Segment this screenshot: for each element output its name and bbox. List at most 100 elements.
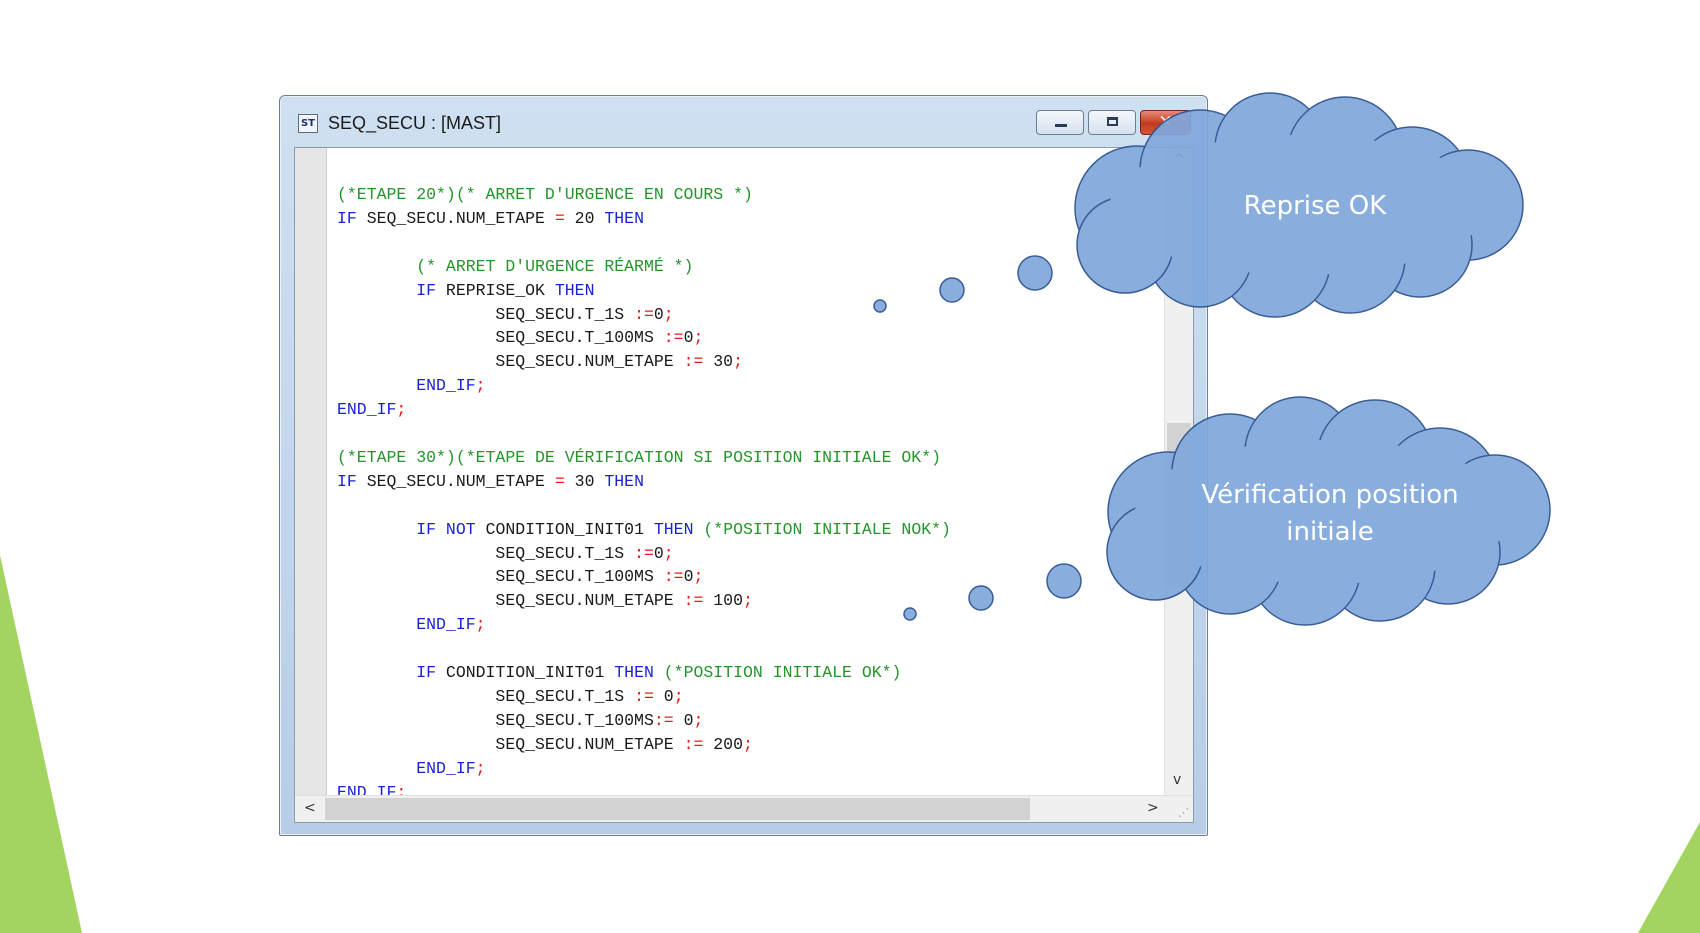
- code-text: 30: [564, 471, 605, 491]
- code-line[interactable]: END_IF;: [337, 400, 406, 419]
- code-keyword: THEN: [604, 208, 644, 228]
- code-text: SEQ_SECU.T_1S: [337, 543, 635, 563]
- window-title: SEQ_SECU : [MAST]: [328, 113, 502, 133]
- code-text: 20: [564, 208, 605, 228]
- code-keyword: END_IF: [337, 782, 397, 797]
- horizontal-scroll-thumb[interactable]: [325, 798, 1030, 820]
- code-operator: :=: [634, 543, 654, 563]
- minimize-button[interactable]: [1036, 110, 1084, 135]
- code-operator: ;: [475, 615, 486, 635]
- code-text: SEQ_SECU.T_1S: [337, 686, 635, 706]
- st-app-icon: ST: [298, 114, 318, 133]
- code-comment: (*POSITION INITIALE NOK*): [703, 519, 951, 539]
- resize-grip-icon[interactable]: ⋰: [1178, 806, 1189, 819]
- code-line[interactable]: SEQ_SECU.T_1S :=0;: [337, 543, 674, 563]
- code-keyword: END_IF: [416, 615, 476, 635]
- code-operator: :=: [663, 567, 684, 587]
- code-text: [337, 257, 416, 276]
- editor-window: ST SEQ_SECU : [MAST] ✕ (*ETAPE 20*)(* AR…: [279, 95, 1208, 836]
- code-line[interactable]: IF REPRISE_OK THEN: [337, 281, 594, 300]
- code-text: CONDITION_INIT01: [436, 663, 615, 682]
- code-line[interactable]: SEQ_SECU.NUM_ETAPE := 30;: [337, 352, 743, 371]
- code-comment: (*ETAPE 30*)(*ETAPE DE VÉRIFICATION SI P…: [337, 447, 941, 467]
- code-operator: :=: [683, 734, 704, 754]
- code-editor[interactable]: (*ETAPE 20*)(* ARRET D'URGENCE EN COURS …: [294, 147, 1194, 823]
- minimize-icon: [1055, 124, 1067, 127]
- code-line[interactable]: SEQ_SECU.T_1S :=0;: [337, 304, 674, 324]
- code-text: CONDITION_INIT01: [475, 519, 654, 539]
- code-keyword: IF: [416, 280, 437, 300]
- code-operator: ;: [663, 543, 674, 563]
- code-line[interactable]: SEQ_SECU.T_100MS :=0;: [337, 328, 703, 347]
- code-operator: ;: [693, 328, 704, 348]
- code-operator: ;: [475, 758, 486, 778]
- code-operator: ;: [733, 352, 743, 372]
- code-line[interactable]: IF CONDITION_INIT01 THEN (*POSITION INIT…: [337, 663, 901, 682]
- code-line[interactable]: SEQ_SECU.T_100MS:= 0;: [337, 711, 703, 730]
- code-text: SEQ_SECU.NUM_ETAPE: [356, 208, 555, 228]
- code-keyword: IF NOT: [416, 519, 476, 539]
- close-button[interactable]: ✕: [1140, 110, 1191, 135]
- code-operator: ;: [396, 400, 407, 420]
- code-operator: ;: [742, 734, 753, 754]
- code-text: SEQ_SECU.NUM_ETAPE: [337, 591, 684, 611]
- code-line[interactable]: (* ARRET D'URGENCE RÉARMÉ *): [337, 257, 693, 276]
- scroll-right-icon[interactable]: >: [1147, 800, 1159, 816]
- code-text: 0: [673, 710, 694, 730]
- code-text: SEQ_SECU.NUM_ETAPE: [356, 471, 555, 491]
- code-line[interactable]: (*ETAPE 20*)(* ARRET D'URGENCE EN COURS …: [337, 185, 753, 204]
- code-text: [337, 520, 416, 539]
- code-keyword: END_IF: [416, 376, 476, 396]
- code-text: SEQ_SECU.NUM_ETAPE: [337, 352, 684, 372]
- scroll-up-icon[interactable]: ^: [1173, 152, 1185, 168]
- code-operator: ;: [663, 304, 674, 324]
- code-line[interactable]: IF NOT CONDITION_INIT01 THEN (*POSITION …: [337, 520, 951, 539]
- code-keyword: END_IF: [337, 400, 397, 420]
- code-keyword: IF: [337, 208, 357, 228]
- code-line[interactable]: END_IF;: [337, 783, 406, 797]
- code-line[interactable]: END_IF;: [337, 615, 486, 635]
- title-bar[interactable]: ST SEQ_SECU : [MAST] ✕: [280, 96, 1207, 141]
- code-operator: ;: [742, 591, 753, 611]
- code-text: 0: [653, 304, 664, 324]
- code-keyword: IF: [416, 663, 437, 682]
- code-keyword: THEN: [653, 519, 694, 539]
- code-line[interactable]: END_IF;: [337, 376, 485, 396]
- left-green-triangle: [0, 555, 82, 933]
- callout-verification-line2: initiale: [1286, 517, 1374, 547]
- maximize-button[interactable]: [1088, 110, 1136, 135]
- code-area[interactable]: (*ETAPE 20*)(* ARRET D'URGENCE EN COURS …: [327, 148, 1165, 796]
- code-text: [337, 759, 416, 778]
- code-text: 0: [653, 686, 674, 706]
- code-operator: =: [554, 208, 565, 228]
- scroll-left-icon[interactable]: <: [304, 800, 316, 816]
- code-operator: :=: [683, 352, 704, 372]
- code-text: 0: [683, 567, 694, 587]
- code-operator: :=: [653, 710, 674, 730]
- code-text: 100: [703, 591, 743, 611]
- code-keyword: THEN: [614, 663, 654, 682]
- code-comment: (*ETAPE 20*)(* ARRET D'URGENCE EN COURS …: [337, 185, 753, 204]
- editor-gutter: [295, 148, 327, 796]
- code-line[interactable]: SEQ_SECU.NUM_ETAPE := 200;: [337, 734, 753, 754]
- scroll-down-icon[interactable]: v: [1173, 772, 1182, 788]
- code-line[interactable]: SEQ_SECU.NUM_ETAPE := 100;: [337, 591, 753, 611]
- code-text: 200: [703, 734, 743, 754]
- code-keyword: THEN: [554, 280, 595, 300]
- code-line[interactable]: IF SEQ_SECU.NUM_ETAPE = 30 THEN: [337, 472, 644, 491]
- code-text: SEQ_SECU.NUM_ETAPE: [337, 734, 684, 754]
- code-text: [693, 520, 703, 539]
- callout-verification-line1: Vérification position: [1201, 480, 1459, 510]
- code-operator: =: [554, 471, 565, 491]
- code-line[interactable]: SEQ_SECU.T_1S := 0;: [337, 686, 683, 706]
- code-operator: :=: [663, 328, 684, 348]
- code-text: 30: [703, 352, 734, 372]
- code-comment: (*POSITION INITIALE OK*): [663, 663, 902, 682]
- code-line[interactable]: IF SEQ_SECU.NUM_ETAPE = 20 THEN: [337, 209, 644, 228]
- code-keyword: IF: [337, 471, 357, 491]
- code-line[interactable]: SEQ_SECU.T_100MS :=0;: [337, 567, 703, 586]
- code-line[interactable]: END_IF;: [337, 758, 486, 778]
- vertical-scrollbar[interactable]: ^ v: [1164, 148, 1193, 796]
- horizontal-scrollbar[interactable]: < > ⋰: [295, 795, 1193, 822]
- code-line[interactable]: (*ETAPE 30*)(*ETAPE DE VÉRIFICATION SI P…: [337, 448, 941, 467]
